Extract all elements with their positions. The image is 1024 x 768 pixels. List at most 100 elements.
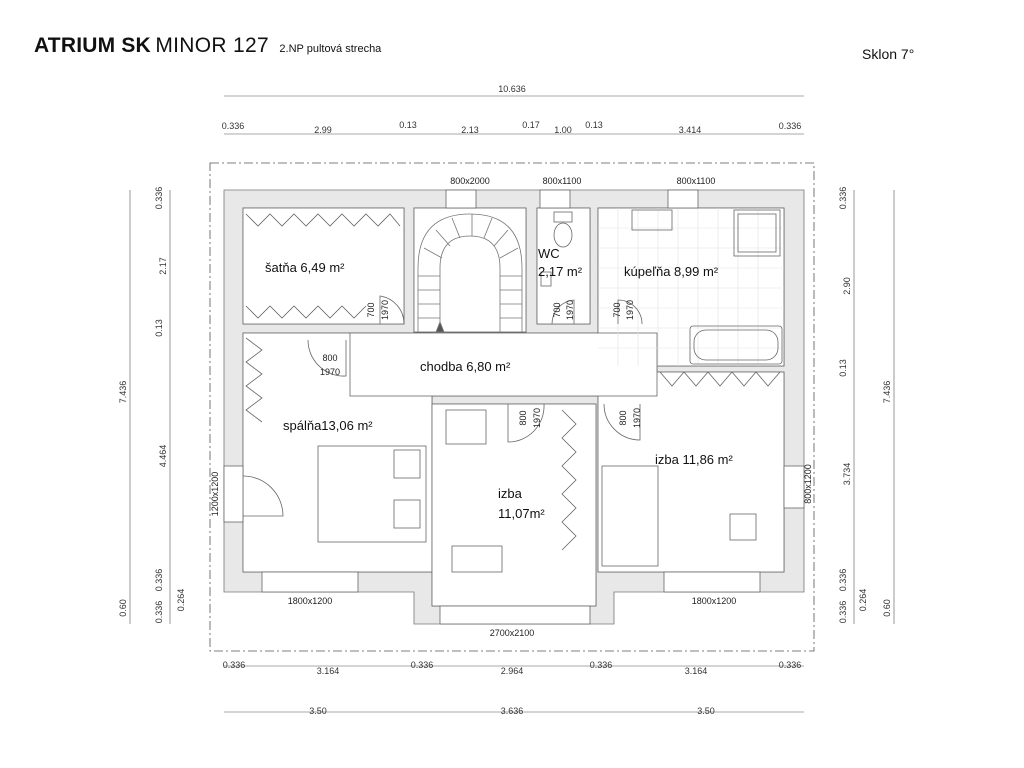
- label-window-right: 800x1200: [803, 464, 813, 504]
- dim-top-seg: 0.13: [399, 120, 417, 130]
- dim-top-seg: 2.13: [461, 125, 479, 135]
- door-wc-width: 700: [552, 302, 562, 317]
- wardrobe-spalna: [245, 337, 263, 423]
- door-satna-width: 700: [366, 302, 376, 317]
- door-izba-mid-width: 800: [518, 410, 528, 425]
- dim-bottom-total: 3.636: [501, 706, 524, 716]
- window-left: [223, 465, 244, 523]
- dim-top-seg: 1.00: [554, 125, 572, 135]
- title-model: MINOR 127: [155, 34, 269, 57]
- room-label-chodba: chodba 6,80 m²: [420, 359, 511, 374]
- door-spalna-width: 800: [322, 353, 337, 363]
- door-wc-height: 1970: [565, 300, 575, 320]
- window-izba-mid: [439, 605, 591, 625]
- room-label-izba-right: izba 11,86 m²: [655, 452, 733, 467]
- washbasin: [631, 209, 673, 231]
- door-izba-right-width: 800: [618, 410, 628, 425]
- wardrobe-izba-right: [659, 371, 781, 387]
- door-izba-right-height: 1970: [632, 408, 642, 428]
- roof-window-stair: [445, 189, 477, 209]
- room-area-izba-mid: 11,07m²: [498, 506, 545, 521]
- staircase: [417, 213, 523, 333]
- wardrobe-izba-mid: [561, 409, 577, 551]
- fixtures: [245, 209, 783, 573]
- dim-bottom-total: 3.50: [309, 706, 327, 716]
- dim-bottom-seg: 3.164: [317, 666, 340, 676]
- dim-top-seg: 0.336: [779, 121, 802, 131]
- window-izba-right: [663, 571, 761, 593]
- dim-bottom-seg: 2.964: [501, 666, 524, 676]
- dim-left-seg: 2.17: [158, 257, 168, 275]
- dim-bottom-seg: 3.164: [685, 666, 708, 676]
- room-label-kupelna: kúpeľňa 8,99 m²: [624, 264, 719, 279]
- dim-bottom-seg: 0.336: [223, 660, 246, 670]
- bed-spalna: [317, 445, 427, 543]
- desk-izba-mid: [445, 409, 487, 445]
- bed-izba-right: [601, 465, 659, 567]
- dim-top-seg: 0.336: [222, 121, 245, 131]
- room-area-wc: 2,17 m²: [538, 264, 583, 279]
- dim-right-seg: 0.336: [838, 187, 848, 210]
- door-spalna-height: 1970: [320, 367, 340, 377]
- dim-left-seg: 0.264: [176, 589, 186, 612]
- walls: [223, 189, 805, 625]
- dimension-lines: [129, 95, 895, 713]
- label-roof-window-stair: 800x2000: [450, 176, 490, 186]
- label-window-izba-right: 1800x1200: [692, 596, 737, 606]
- roof-window-bath: [667, 189, 699, 209]
- door-izba-mid-height: 1970: [532, 408, 542, 428]
- dim-left-seg: 0.336: [154, 569, 164, 592]
- windows: [223, 189, 805, 625]
- dim-top-seg: 3.414: [679, 125, 702, 135]
- room-label-satna: šatňa 6,49 m²: [265, 260, 345, 275]
- dim-right-seg: 0.264: [858, 589, 868, 612]
- door-kupelna-width: 700: [612, 302, 622, 317]
- room-label-izba-mid: izba: [498, 486, 523, 501]
- roof-slope-label: Sklon 7°: [862, 46, 915, 62]
- dim-bottom-seg: 0.336: [779, 660, 802, 670]
- door-satna-height: 1970: [380, 300, 390, 320]
- dim-right-seg: 0.13: [838, 359, 848, 377]
- toilet: [553, 222, 573, 248]
- dim-right-seg: 2.90: [842, 277, 852, 295]
- dim-left-seg: 0.336: [154, 601, 164, 624]
- door-swings: [242, 295, 643, 517]
- bathtub: [689, 325, 783, 365]
- bathroom-tiles: [598, 208, 784, 366]
- plan-title: ATRIUM SK MINOR 127 2.NP pultová strecha: [34, 34, 381, 58]
- dim-right-seg: 0.336: [838, 601, 848, 624]
- wardrobe-satna: [245, 213, 401, 227]
- dim-right-seg: 0.336: [838, 569, 848, 592]
- room-label-spalna: spálňa13,06 m²: [283, 418, 373, 433]
- dim-bottom-total: 3.50: [697, 706, 715, 716]
- dim-bottom-seg: 0.336: [411, 660, 434, 670]
- dim-left-seg: 4.464: [158, 445, 168, 468]
- shower-tray: [733, 209, 781, 257]
- dim-left-seg: 0.13: [154, 319, 164, 337]
- dim-left-outer: 0.60: [118, 599, 128, 617]
- dim-top-seg: 2.99: [314, 125, 332, 135]
- title-brand: ATRIUM SK: [34, 34, 151, 57]
- dim-right-total: 7.436: [882, 381, 892, 404]
- dim-top-seg: 0.17: [522, 120, 540, 130]
- dim-right-outer: 0.60: [882, 599, 892, 617]
- dim-top-seg: 0.13: [585, 120, 603, 130]
- dim-bottom-seg: 0.336: [590, 660, 613, 670]
- dim-left-total: 7.436: [118, 381, 128, 404]
- roof-window-wc: [539, 189, 571, 209]
- dim-right-seg: 3.734: [842, 463, 852, 486]
- wardrobe-satna-lower: [245, 305, 367, 319]
- label-window-izba-mid: 2700x2100: [490, 628, 535, 638]
- dim-left-seg: 0.336: [154, 187, 164, 210]
- label-roof-window-wc: 800x1100: [543, 176, 582, 186]
- room-label-wc: WC: [538, 246, 560, 261]
- desk-izba-mid-2: [451, 545, 503, 573]
- door-kupelna-height: 1970: [625, 300, 635, 320]
- title-subtitle: 2.NP pultová strecha: [279, 43, 382, 55]
- label-window-spalna: 1800x1200: [288, 596, 333, 606]
- window-right: [783, 465, 805, 509]
- label-roof-window-bath: 800x1100: [677, 176, 716, 186]
- window-spalna: [261, 571, 359, 593]
- dim-top-total: 10.636: [498, 84, 526, 94]
